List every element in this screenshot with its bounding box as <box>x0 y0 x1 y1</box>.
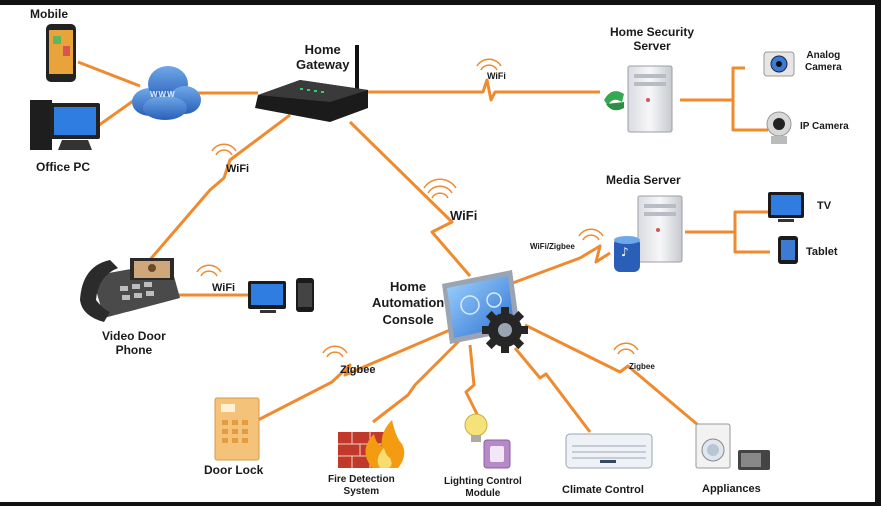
wifi-arcs-media <box>578 228 604 241</box>
label-lighting-control-module: Lighting Control Module <box>444 476 522 499</box>
security-server-icon <box>604 65 673 133</box>
wifi-arcs-security <box>476 58 502 71</box>
link-gateway-security <box>368 78 600 102</box>
label-home-security-server: Home Security Server <box>610 25 695 53</box>
label-wifi-zigbee-media: WiFi/Zigbee <box>530 242 575 251</box>
connection-lines <box>77 60 770 433</box>
mobile-icon <box>46 24 76 82</box>
link-console-lighting <box>464 344 482 421</box>
analog-camera-icon <box>763 51 795 77</box>
wifi-arcs-phone <box>211 143 237 156</box>
top-border <box>0 0 881 5</box>
appliances-icon <box>695 423 770 470</box>
label-tv: TV <box>817 200 832 212</box>
climate-control-icon <box>565 433 653 469</box>
label-climate-control: Climate Control <box>562 484 644 496</box>
link-camera-branch <box>731 66 768 132</box>
wifi-arcs-appliances <box>613 342 639 355</box>
www-cloud-icon <box>132 66 201 120</box>
label-wifi-security: WiFi <box>487 71 506 81</box>
home-automation-console-icon <box>442 270 528 353</box>
wifi-arcs-console <box>423 178 457 199</box>
media-server-icon: ♪ <box>614 195 683 272</box>
ip-camera-icon <box>766 111 792 144</box>
label-home-automation-console: Home Automation Console <box>372 279 445 327</box>
lighting-control-icon <box>464 413 511 469</box>
svg-text:♪: ♪ <box>621 245 629 259</box>
link-mobile-www <box>77 60 141 88</box>
office-pc-icon <box>30 100 100 150</box>
label-wifi-phone: WiFi <box>226 163 250 175</box>
tv-and-phone-icon <box>248 278 314 313</box>
label-fire-detection-system: Fire Detection System <box>328 474 395 497</box>
fire-detection-icon <box>338 420 405 468</box>
link-media-branch <box>733 210 770 254</box>
wifi-arcs-door <box>322 345 348 358</box>
label-wifi-tv: WiFi <box>212 282 236 294</box>
label-media-server: Media Server <box>606 173 681 187</box>
label-zigbee-appliances: Zigbee <box>629 362 655 371</box>
label-analog-camera: Analog Camera <box>805 50 842 73</box>
link-console-climate <box>513 347 592 433</box>
label-appliances: Appliances <box>702 483 761 495</box>
label-tablet: Tablet <box>806 246 838 258</box>
door-lock-keypad-icon <box>214 397 260 461</box>
link-gateway-console <box>348 120 472 277</box>
right-border <box>875 0 881 506</box>
gear-icon <box>482 307 528 353</box>
bottom-border <box>0 502 881 506</box>
label-www: WWW <box>150 90 176 99</box>
link-console-appliances <box>524 323 699 427</box>
link-console-fire <box>372 338 462 424</box>
label-office-pc: Office PC <box>36 160 91 174</box>
label-door-lock: Door Lock <box>204 463 264 477</box>
wifi-signals <box>196 58 639 358</box>
label-zigbee-door: Zigbee <box>340 364 376 376</box>
video-door-phone-icon <box>80 258 180 322</box>
link-gateway-phone <box>146 113 291 263</box>
wifi-arcs-tv <box>196 264 222 277</box>
link-console-door <box>257 328 451 422</box>
tablet-icon <box>778 236 798 264</box>
tv-icon <box>768 192 804 222</box>
link-console-media <box>509 244 611 286</box>
label-ip-camera: IP Camera <box>800 121 849 132</box>
label-mobile: Mobile <box>30 7 68 21</box>
label-video-door-phone: Video Door Phone <box>102 329 166 357</box>
label-home-gateway: Home Gateway <box>296 42 350 72</box>
home-gateway-router-icon <box>255 45 368 122</box>
label-wifi-console: WiFi <box>450 208 478 223</box>
